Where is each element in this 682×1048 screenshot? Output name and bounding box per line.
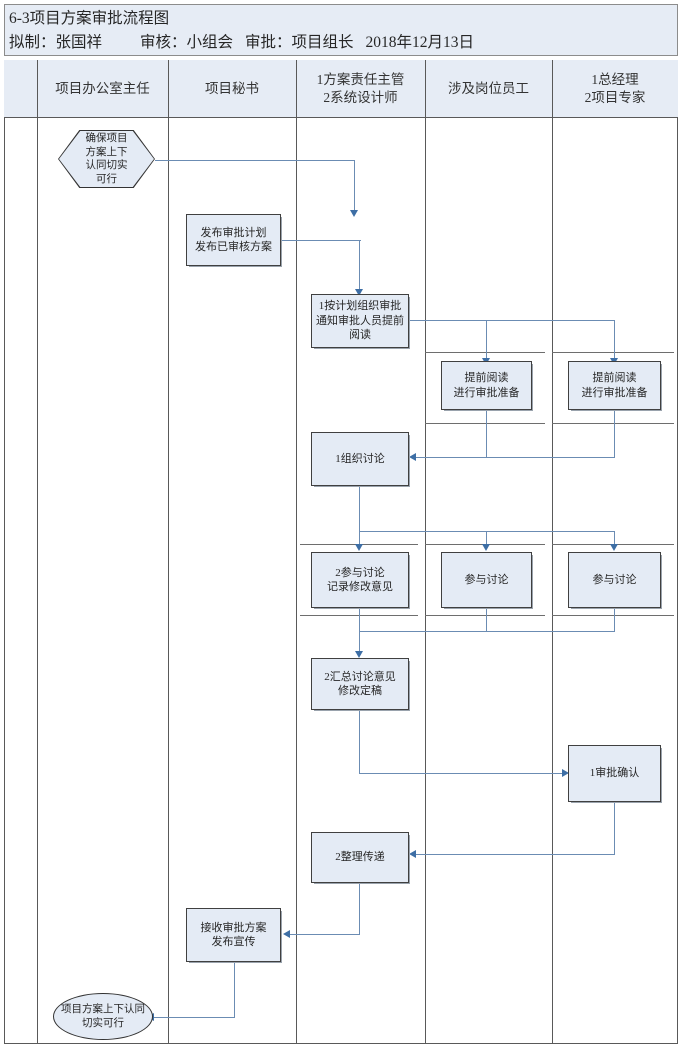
arrowhead-organize-deliver xyxy=(409,850,416,858)
node-pre-read-manager[interactable]: 提前阅读 进行审批准备 xyxy=(568,361,661,410)
row-separator-staff-2 xyxy=(425,423,545,424)
lane-header-general-manager: 1总经理 2项目专家 xyxy=(584,72,646,105)
node-join-discussion-staff[interactable]: 参与讨论 xyxy=(441,552,532,608)
node-join-discussion-record[interactable]: 2参与讨论 记录修改意见 xyxy=(311,552,409,608)
node-summarize-opinions[interactable]: 2汇总讨论意见 修改定稿 xyxy=(311,658,409,710)
connector-manager-to-discussion-v xyxy=(614,410,615,458)
connector-fanout-supervisor-v xyxy=(359,531,360,547)
connector-branch-to-staff-v xyxy=(486,320,487,360)
lane-divider-1 xyxy=(37,60,38,1044)
connector-staff-to-summarize-v xyxy=(486,608,487,632)
connector-branch-to-manager-v xyxy=(614,320,615,360)
lane-divider-5 xyxy=(552,60,553,1044)
lane-header-project-secretary: 项目秘书 xyxy=(205,81,259,96)
connector-record-to-summarize-v xyxy=(359,608,360,654)
title-block: 6-3项目方案审批流程图 拟制：张国祥 审核：小组会审批：项目组长 2018年12月… xyxy=(4,4,678,56)
connector-organize-branch-h xyxy=(409,320,615,321)
lane-header-office-director: 项目办公室主任 xyxy=(55,81,150,96)
connector-approval-to-deliver-h xyxy=(414,854,615,855)
connector-manager-to-summarize-v xyxy=(614,608,615,632)
node-organize-approval[interactable]: 1按计划组织审批 通知审批人员提前 阅读 xyxy=(311,294,409,348)
row-separator-manager-1 xyxy=(552,352,674,353)
node-approval-confirm[interactable]: 1审批确认 xyxy=(568,745,661,802)
connector-receive-to-end-h xyxy=(152,1017,235,1018)
arrowhead-organize-discussion xyxy=(409,453,416,461)
node-publish-plan[interactable]: 发布审批计划 发布已审核方案 xyxy=(186,214,281,266)
connector-deliver-out-v xyxy=(359,883,360,935)
lane-divider-4 xyxy=(425,60,426,1044)
connector-summarize-to-approval-h xyxy=(359,773,564,774)
approved-by-label: 审批：项目组长 xyxy=(245,34,354,51)
connector-publish-to-organize-v xyxy=(359,240,360,290)
connector-start-to-publish-h xyxy=(155,160,355,161)
connector-summarize-merge-h xyxy=(359,631,615,632)
row-separator-manager-2 xyxy=(552,423,674,424)
arrowhead-organize-approval xyxy=(355,289,363,296)
connector-deliver-to-receive-h xyxy=(288,934,360,935)
title-meta-line: 拟制：张国祥 审核：小组会审批：项目组长 2018年12月13日 xyxy=(9,30,474,52)
connector-fanout-manager-v xyxy=(614,531,615,547)
document-date: 2018年12月13日 xyxy=(365,34,475,51)
node-end-ellipse[interactable]: 项目方案上下认同 切实可行 xyxy=(53,993,153,1040)
arrowhead-join-discussion-staff xyxy=(482,544,490,551)
arrowhead-join-discussion-manager xyxy=(610,544,618,551)
node-start-hexagon[interactable]: 确保项目 方案上下 认同切实 可行 xyxy=(58,130,155,188)
connector-start-to-publish-v xyxy=(354,160,355,211)
arrowhead-summarize-opinions xyxy=(355,651,363,658)
prepared-by-label: 拟制：张国祥 xyxy=(9,34,103,51)
lane-header-involved-staff: 涉及岗位员工 xyxy=(448,81,529,96)
connector-discussion-out-v xyxy=(359,487,360,532)
arrowhead-publish-plan xyxy=(350,210,358,217)
connector-discussion-fanout-h xyxy=(359,531,615,532)
connector-summarize-out-v xyxy=(359,710,360,774)
node-label-end: 项目方案上下认同 切实可行 xyxy=(61,1003,145,1029)
connector-publish-to-organize-h xyxy=(281,240,361,241)
page-title: 6-3项目方案审批流程图 xyxy=(9,10,170,27)
node-receive-publish[interactable]: 接收审批方案 发布宣传 xyxy=(186,908,281,962)
connector-fanout-staff-v xyxy=(486,531,487,547)
lane-divider-2 xyxy=(168,60,169,1044)
row-separator-staff-1 xyxy=(425,352,545,353)
lane-header-plan-supervisor: 1方案责任主管 2系统设计师 xyxy=(316,72,405,105)
row-separator-manager-4 xyxy=(552,615,674,616)
arrowhead-approval-confirm xyxy=(562,769,569,777)
connector-approval-out-v xyxy=(614,802,615,855)
swimlane-header-row xyxy=(4,60,678,118)
lane-divider-3 xyxy=(296,60,297,1044)
ellipse-shape xyxy=(53,993,153,1040)
arrowhead-receive-publish xyxy=(283,930,290,938)
node-label-start: 确保项目 方案上下 认同切实 可行 xyxy=(85,133,128,185)
node-organize-discussion[interactable]: 1组织讨论 xyxy=(311,432,409,486)
row-separator-staff-4 xyxy=(425,615,545,616)
hexagon-fill xyxy=(59,131,154,187)
connector-staff-to-discussion-v xyxy=(486,410,487,458)
node-pre-read-staff[interactable]: 提前阅读 进行审批准备 xyxy=(441,361,532,410)
arrowhead-join-discussion-record xyxy=(355,544,363,551)
connector-receive-out-v xyxy=(234,962,235,1018)
reviewed-by-label: 审核：小组会 xyxy=(140,34,234,51)
node-join-discussion-manager[interactable]: 参与讨论 xyxy=(568,552,661,608)
node-organize-deliver[interactable]: 2整理传递 xyxy=(311,832,409,883)
connector-merge-to-discussion-h xyxy=(414,457,615,458)
